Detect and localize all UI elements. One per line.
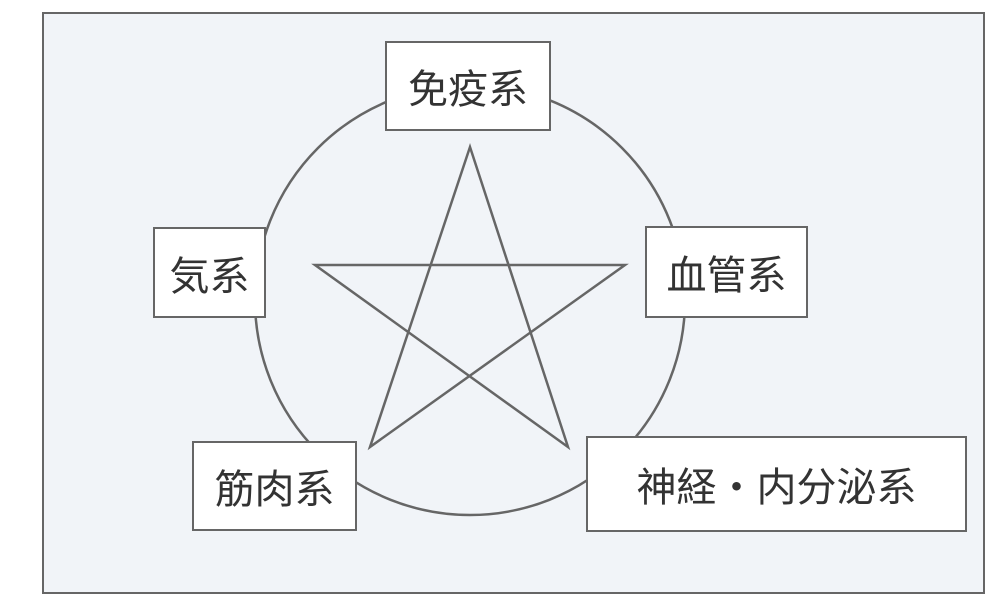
star-shape [311, 143, 629, 451]
label-vascular-system: 血管系 [645, 226, 808, 318]
label-immune-system: 免疫系 [385, 41, 551, 131]
label-muscular-system: 筋肉系 [192, 441, 357, 531]
label-neuroendocrine-system: 神経・内分泌系 [586, 436, 967, 532]
label-qi-system: 気系 [153, 227, 266, 318]
